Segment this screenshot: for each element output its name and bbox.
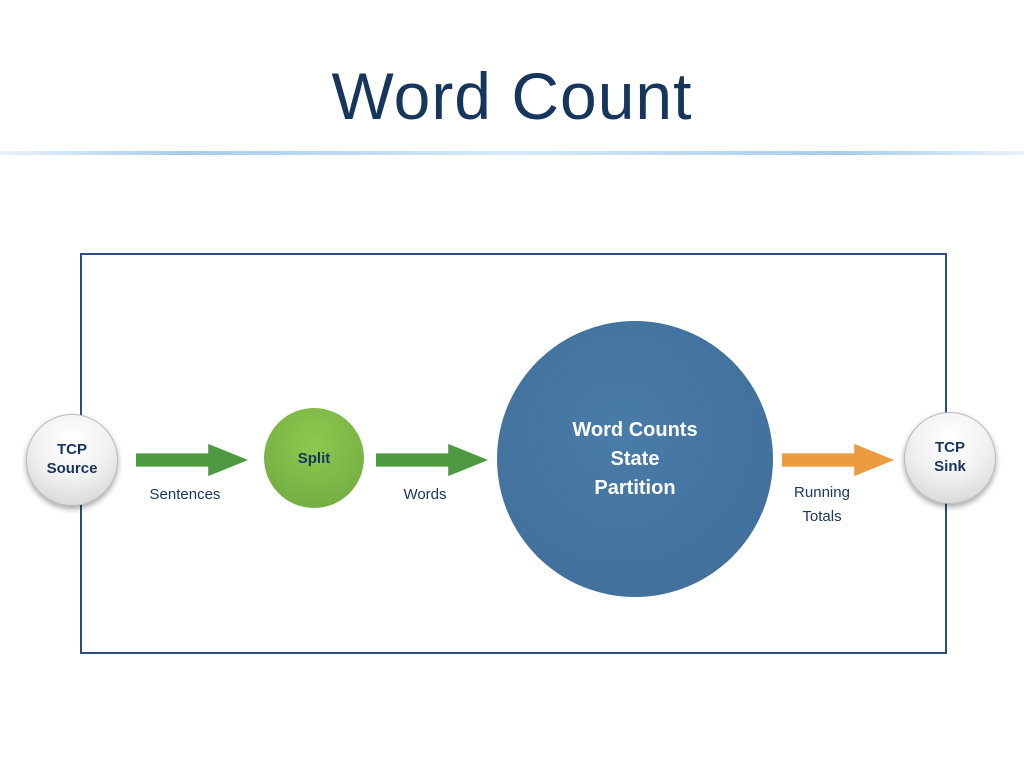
words-label: Words	[403, 486, 447, 503]
tcp-source-node: TCP Source	[26, 414, 118, 506]
words-arrow-icon	[374, 441, 492, 479]
title-divider-line	[0, 151, 1024, 155]
split-node: Split	[264, 408, 364, 508]
slide-title: Word Count	[331, 59, 693, 133]
running-totals-label: Running Totals	[794, 484, 850, 525]
running-totals-arrow-icon	[780, 441, 898, 479]
tcp-sink-node: TCP Sink	[904, 412, 996, 504]
sentences-label: Sentences	[149, 486, 221, 503]
word-counts-state-partition-node: Word Counts State Partition	[497, 321, 773, 597]
sentences-arrow-icon	[134, 441, 252, 479]
